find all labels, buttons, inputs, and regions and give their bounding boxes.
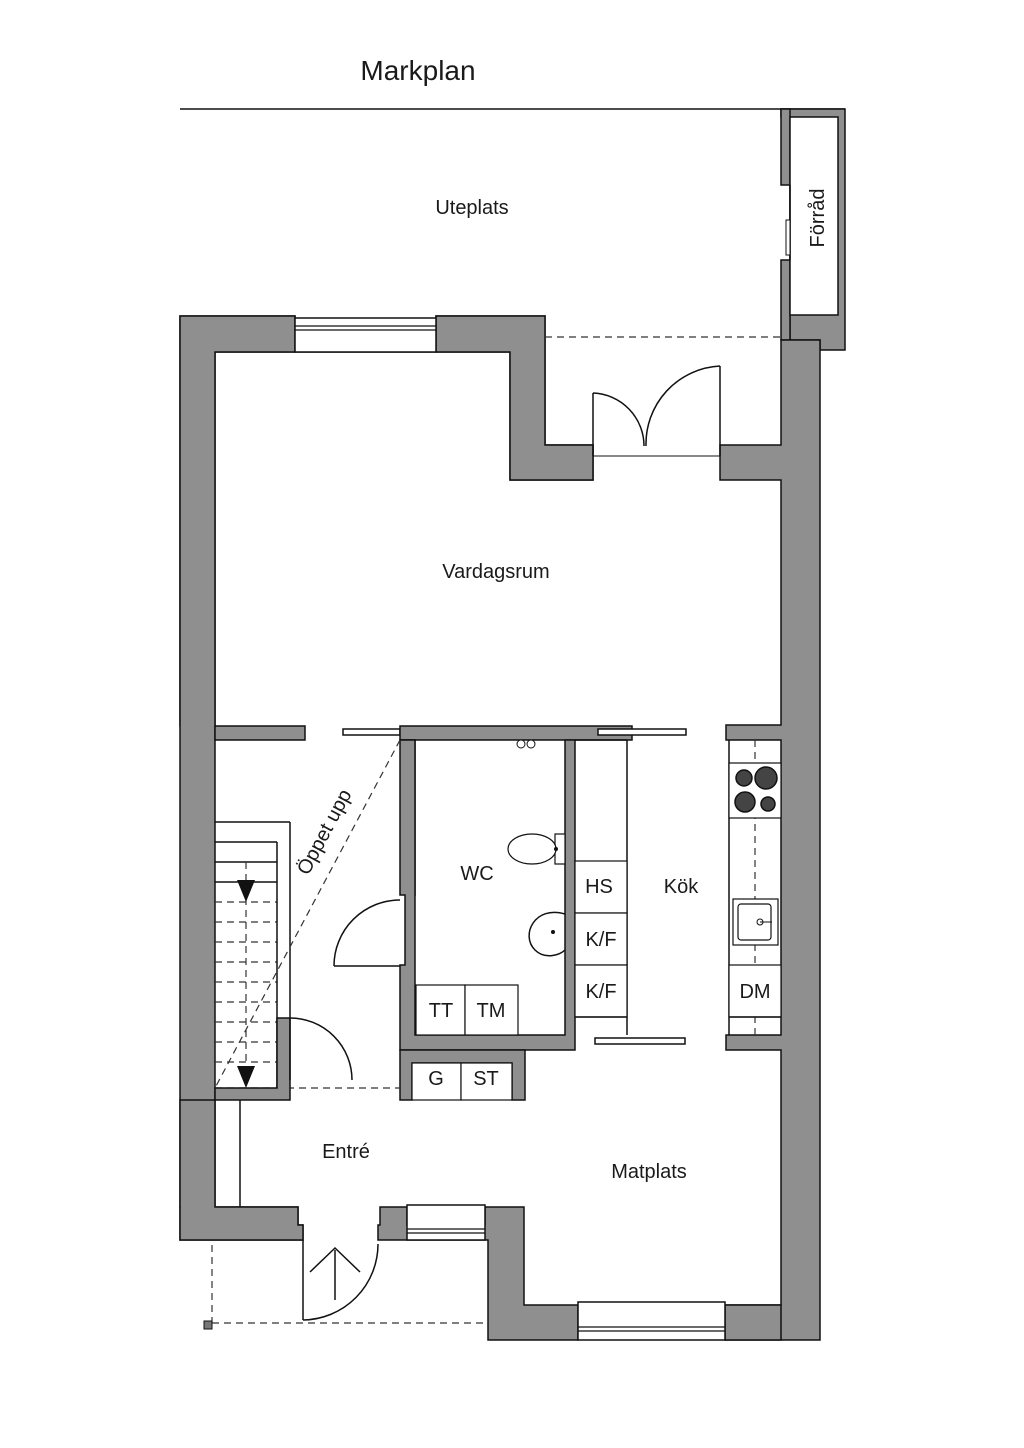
fixture-hs: HS: [585, 876, 613, 898]
stair-door: [289, 1017, 353, 1081]
wc-sink: [528, 911, 566, 957]
window-bottom-entry: [406, 1204, 486, 1241]
room-label-entre: Entré: [322, 1141, 370, 1163]
fixture-kf-1: K/F: [585, 929, 616, 951]
fixture-st: ST: [473, 1068, 499, 1090]
partition-left: [214, 725, 306, 741]
sliding-door-kitchen: [594, 1037, 686, 1045]
storage-wall: [780, 108, 846, 351]
plan-title: Markplan: [360, 55, 475, 86]
fixture-kf-2: K/F: [585, 981, 616, 1003]
room-label-vardagsrum: Vardagsrum: [442, 561, 549, 583]
window-bottom-right: [577, 1301, 726, 1341]
kitchen-tall-units: [574, 739, 628, 1035]
staircase: [214, 739, 401, 1101]
kitchen-sink-icon: [732, 898, 779, 946]
toilet: [507, 833, 566, 865]
room-label-matplats: Matplats: [611, 1161, 687, 1183]
fixture-tm: TM: [477, 1000, 506, 1022]
window-top: [294, 317, 437, 353]
room-label-wc: WC: [460, 863, 493, 885]
entry-outline: [203, 1245, 488, 1330]
wc-door: [333, 899, 401, 967]
patio-door: [592, 365, 721, 457]
fixture-g: G: [428, 1068, 444, 1090]
shower-fixture: [516, 739, 536, 749]
sliding-door-wc: [342, 725, 687, 741]
entry-door: [302, 1240, 379, 1321]
fixture-dm: DM: [739, 981, 770, 1003]
room-label-forrad: Förråd: [807, 189, 829, 248]
room-label-kok: Kök: [664, 876, 699, 898]
stove-icon: [734, 766, 778, 813]
laundry-units: [415, 984, 519, 1036]
fixture-tt: TT: [429, 1000, 453, 1022]
room-label-uteplats: Uteplats: [435, 197, 508, 219]
stair-note: Öppet upp: [293, 786, 356, 879]
closets: [411, 1062, 513, 1101]
